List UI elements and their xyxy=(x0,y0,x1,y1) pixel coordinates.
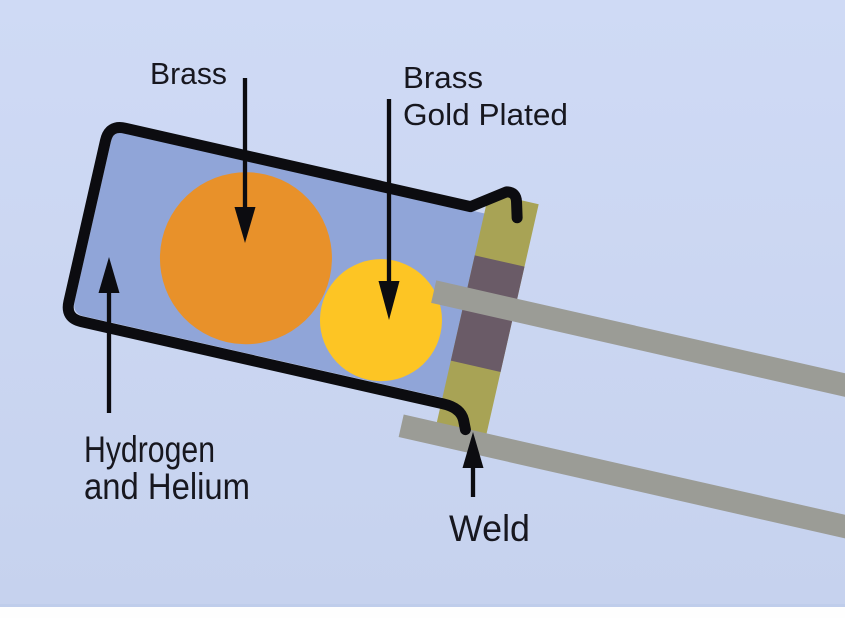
gas-arrow-head xyxy=(98,257,120,293)
gas-arrow xyxy=(98,257,120,413)
weld-arrow xyxy=(462,432,484,497)
brass-arrow-head xyxy=(234,207,256,243)
gold-arrow xyxy=(378,99,400,320)
weld-arrow-head xyxy=(462,432,484,468)
gold-arrow-head xyxy=(378,281,400,320)
footer-strip xyxy=(0,607,845,618)
weld-label: Weld xyxy=(449,508,530,549)
brass-label: Brass xyxy=(150,56,227,91)
capsule-outline xyxy=(62,122,523,436)
upper-lead-rod xyxy=(431,280,845,414)
capsule-group xyxy=(62,122,845,548)
brass-arrow xyxy=(234,78,256,243)
gas-label-line1: Hydrogen xyxy=(84,429,215,470)
brass-sphere xyxy=(159,172,332,345)
gas-label-line2: and Helium xyxy=(84,466,250,507)
gold-label-line2: Gold Plated xyxy=(403,97,568,132)
gold-label-line1: Brass xyxy=(403,60,483,95)
lower-lead-rod xyxy=(398,414,845,548)
footer-divider xyxy=(0,604,845,607)
gold-plated-sphere xyxy=(319,259,442,382)
